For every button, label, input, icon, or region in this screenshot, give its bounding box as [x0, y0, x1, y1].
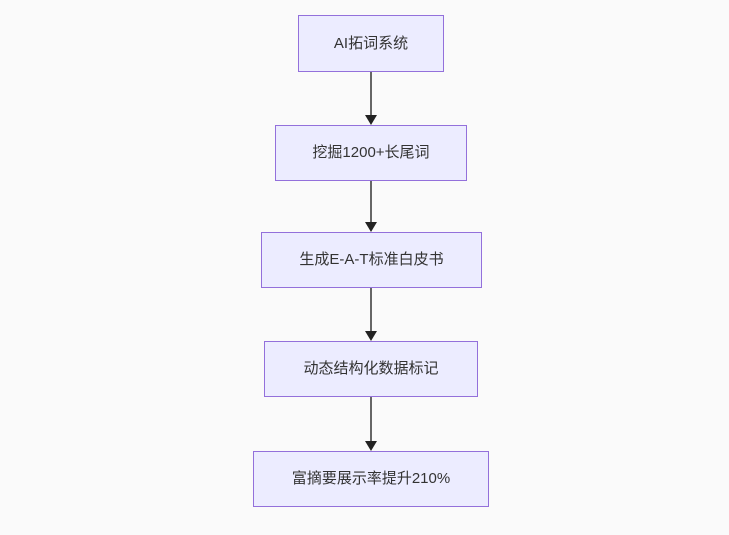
arrowhead-down-icon: [365, 222, 377, 232]
flowchart-node-structured-data-markup: 动态结构化数据标记: [264, 341, 478, 397]
flowchart-node-eat-whitepaper: 生成E-A-T标准白皮书: [261, 232, 482, 288]
edge-line-2: [370, 181, 372, 222]
edge-line-4: [370, 397, 372, 441]
edge-line-1: [370, 72, 372, 115]
arrowhead-down-icon: [365, 115, 377, 125]
edge-line-3: [370, 288, 372, 331]
flowchart-node-ai-keyword-system: AI拓词系统: [298, 15, 444, 72]
flowchart-node-longtail-keywords: 挖掘1200+长尾词: [275, 125, 467, 181]
flowchart-node-rich-snippet-rate: 富摘要展示率提升210%: [253, 451, 489, 507]
arrowhead-down-icon: [365, 331, 377, 341]
arrowhead-down-icon: [365, 441, 377, 451]
